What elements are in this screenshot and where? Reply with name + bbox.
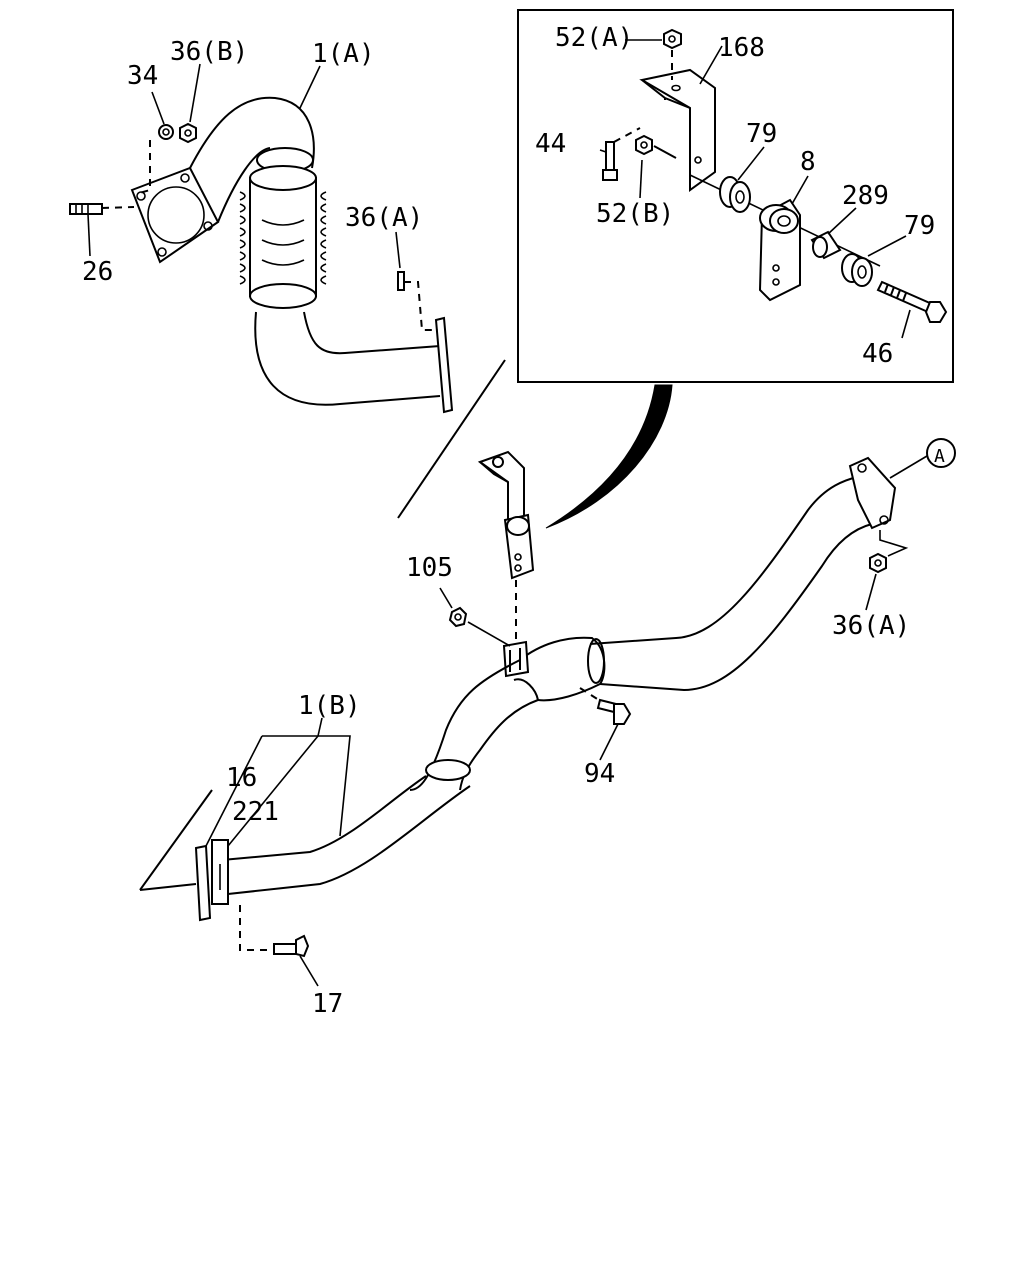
label-17: 17 — [312, 989, 343, 1019]
bolt-44 — [602, 127, 641, 181]
label-26: 26 — [82, 257, 113, 287]
label-36b: 36(B) — [170, 37, 248, 67]
nut-52a — [663, 28, 682, 80]
detail-inset: 52(A) 168 44 79 8 289 79 52(B) 46 — [517, 9, 954, 383]
leader-52b — [639, 159, 643, 199]
label-1a: 1(A) — [312, 39, 375, 69]
label-79-top: 79 — [746, 119, 777, 149]
label-1b: 1(B) — [298, 691, 361, 721]
label-94: 94 — [584, 759, 615, 789]
label-34: 34 — [127, 61, 158, 91]
sleeve-289 — [810, 230, 842, 260]
front-pipe-1a — [69, 63, 454, 414]
label-36a-right: 36(A) — [832, 611, 910, 641]
label-8: 8 — [800, 147, 816, 177]
label-46: 46 — [862, 339, 893, 369]
label-44: 44 — [535, 129, 566, 159]
break-line-lower — [139, 789, 213, 891]
label-16: 16 — [226, 763, 257, 793]
label-a: A — [934, 446, 945, 467]
label-105: 105 — [406, 553, 453, 583]
leader-79-top — [737, 146, 765, 181]
nut-52b — [635, 134, 677, 159]
bushing-79-right — [841, 253, 873, 287]
leader-8 — [791, 175, 809, 205]
leader-289 — [827, 207, 857, 235]
label-36a-top: 36(A) — [345, 203, 423, 233]
bolt-46 — [876, 280, 948, 323]
bracket-168 — [639, 68, 716, 192]
leader-46 — [901, 309, 911, 339]
break-line-upper — [397, 359, 506, 519]
callout-a-circle — [926, 438, 956, 468]
leader-168 — [699, 45, 723, 85]
label-168: 168 — [718, 33, 765, 63]
label-52b: 52(B) — [596, 199, 674, 229]
detail-pointer — [545, 384, 673, 529]
hanger-assembly — [477, 450, 535, 644]
bushing-79-top — [719, 176, 751, 213]
label-289: 289 — [842, 181, 889, 211]
leader-79-right — [867, 235, 907, 257]
label-52a: 52(A) — [555, 23, 633, 53]
label-79-right: 79 — [904, 211, 935, 241]
label-221: 221 — [232, 797, 279, 827]
rear-pipe-1b — [194, 438, 956, 987]
hanger-8 — [758, 198, 801, 302]
